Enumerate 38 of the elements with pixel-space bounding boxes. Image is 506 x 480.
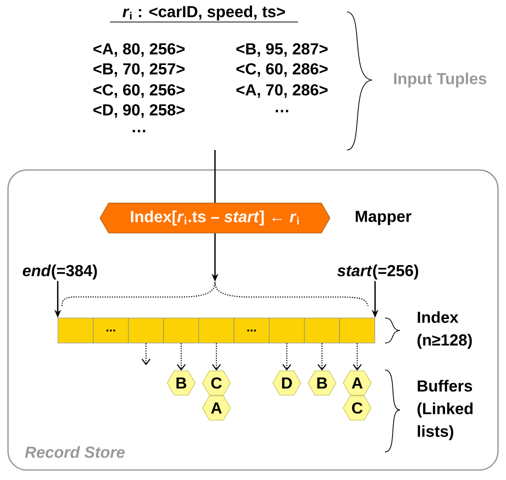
ellipsis: … (132, 130, 146, 132)
tuple-text: <B, 95, 287> (236, 43, 328, 57)
arrow (212, 343, 221, 371)
arrow (318, 343, 326, 371)
mapper-hexagon: Index[r$_{i}$.ts – start] ← r$_{i}$ (100, 202, 330, 234)
index-cell (163, 318, 200, 344)
tuple-text: <B, 70, 257> (93, 63, 185, 77)
tuple-text: <A, 70, 286> (236, 84, 328, 98)
ellipsis: … (276, 110, 288, 112)
index-cell (339, 318, 376, 344)
arrow (282, 343, 292, 371)
box-title: Record Store (24, 446, 125, 458)
index-cell (58, 318, 94, 344)
index-cell (198, 318, 234, 344)
index-cell (128, 318, 164, 344)
buffer-hexagon: B (308, 370, 336, 396)
mapper-label: Mapper (356, 210, 412, 226)
dotted-bracket (61, 281, 368, 306)
tuple-text: <A, 80, 256> (93, 43, 185, 57)
brace-label: Buffers (Linked lists) (418, 380, 473, 440)
arrow (142, 343, 150, 366)
buffer-hexagon: D (272, 370, 302, 396)
pointer-label: end(=384) (22, 264, 97, 280)
buffer-hexagon: A (202, 396, 231, 420)
tuple-text: <C, 60, 256> (93, 84, 185, 98)
tuple-text: <D, 90, 258> (93, 104, 185, 118)
index-cell: ... (234, 318, 270, 344)
tuple-text: <C, 60, 286> (236, 63, 328, 77)
buffer-hexagon: C (202, 370, 231, 396)
brace-label: Input Tuples (394, 72, 486, 88)
pointer-label: start(=256) (337, 264, 418, 280)
tuple-header: r$_{i}$ : <carID, speed, ts> (122, 6, 285, 20)
brace-label: Index (n≥128) (418, 311, 472, 349)
index-cell (268, 318, 305, 344)
arrow (176, 343, 186, 371)
index-cell (304, 318, 340, 344)
arrow (352, 343, 362, 371)
index-cell: ... (92, 318, 129, 344)
